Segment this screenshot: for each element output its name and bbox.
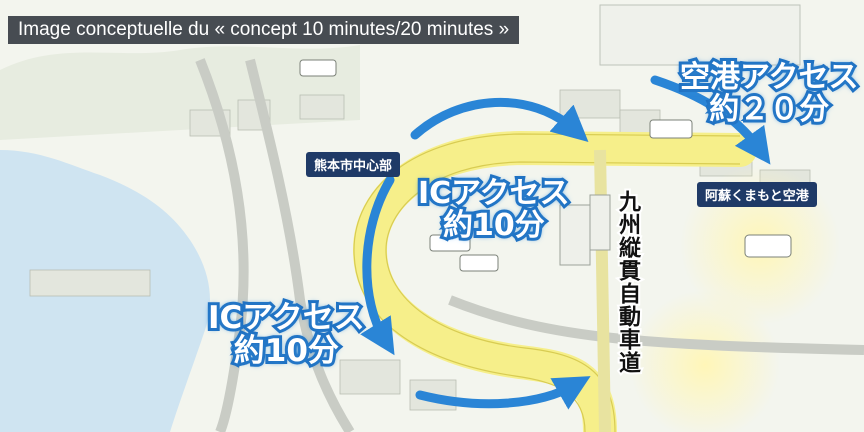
access-left-line1: ICアクセス — [205, 298, 368, 338]
access-label-top: ICアクセス 約10分 — [415, 174, 573, 245]
future-zone — [630, 290, 780, 432]
access-top-line2: 約10分 — [440, 206, 548, 245]
roads — [195, 58, 864, 432]
caption-bar: Image conceptuelle du « concept 10 minut… — [8, 16, 520, 44]
flow-arrows — [360, 75, 771, 410]
access-label-airport: 空港アクセス 約２０分 — [677, 58, 861, 129]
vehicles — [299, 59, 792, 272]
airport-tag: 阿蘇くまもと空港 — [697, 182, 817, 207]
access-airport-line2: 約２０分 — [706, 90, 832, 129]
access-airport-line1: 空港アクセス — [677, 58, 861, 97]
access-label-left: ICアクセス 約10分 — [205, 298, 368, 372]
buildings — [559, 4, 801, 266]
expressway-label: 九州縦貫自動車道 — [613, 188, 642, 376]
access-top-line1: ICアクセス — [415, 174, 573, 213]
expressway — [352, 130, 757, 432]
expressway-vertical — [594, 149, 611, 432]
town-blocks — [29, 89, 811, 411]
city-center-tag: 熊本市中心部 — [306, 152, 401, 177]
access-left-line2: 約10分 — [231, 331, 342, 371]
